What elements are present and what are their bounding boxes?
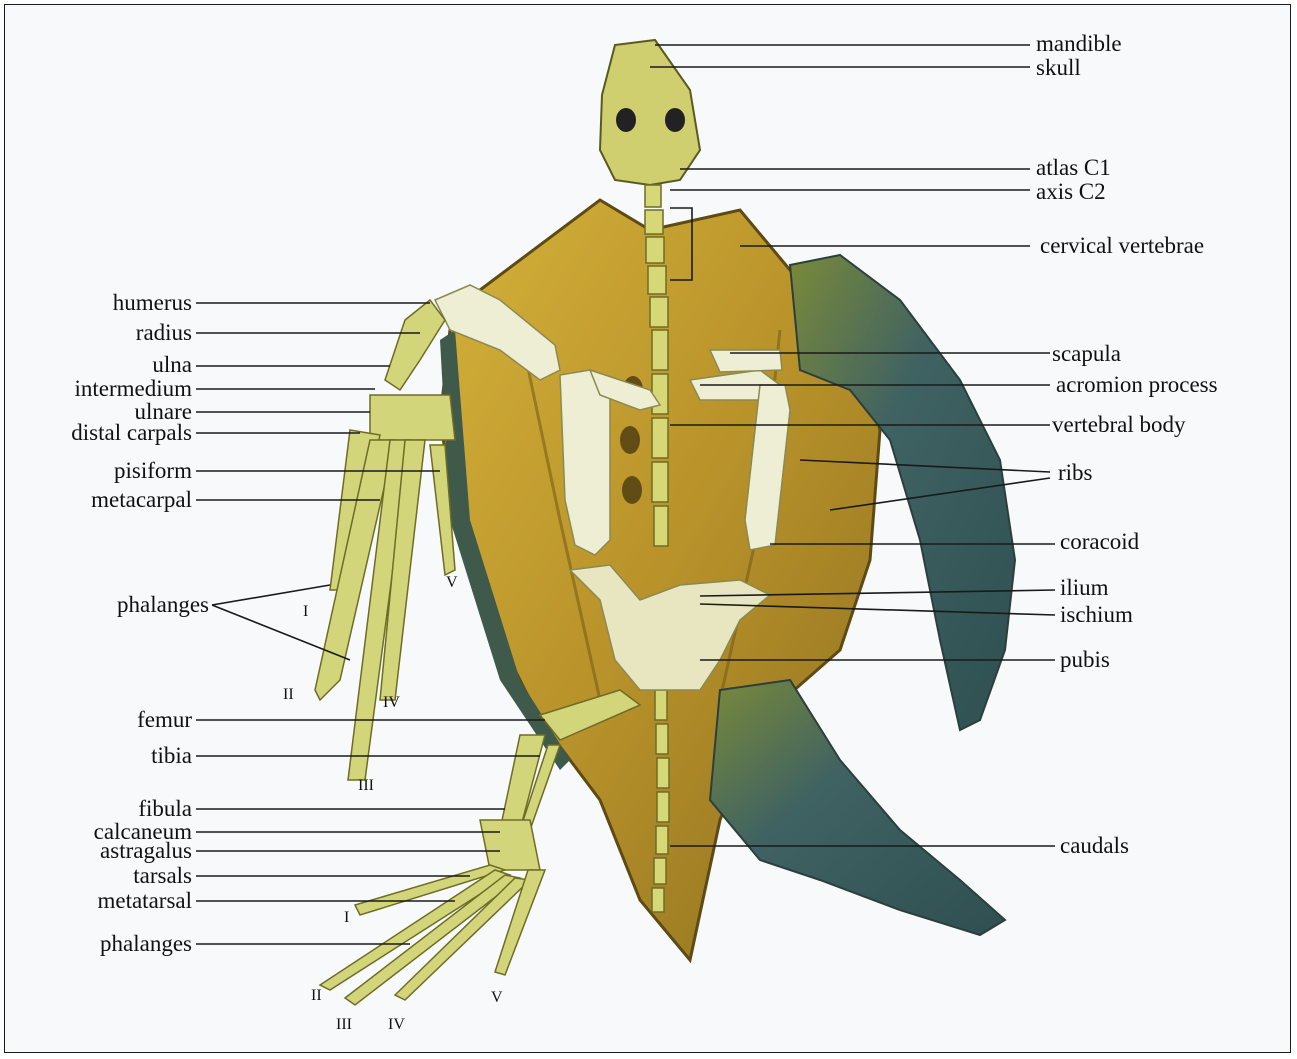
label-ribs: ribs <box>1058 461 1093 484</box>
hind-digit-III: III <box>336 1017 352 1033</box>
label-phalanges-hind: phalanges <box>100 932 192 955</box>
label-coracoid: coracoid <box>1060 530 1139 553</box>
label-axis: axis C2 <box>1036 180 1106 203</box>
label-distal-carpals: distal carpals <box>71 421 192 444</box>
fore-digit-V: V <box>446 575 458 591</box>
hind-digit-IV: IV <box>388 1017 405 1033</box>
label-intermedium: intermedium <box>74 377 192 400</box>
label-mandible: mandible <box>1036 32 1122 55</box>
label-atlas: atlas C1 <box>1036 156 1111 179</box>
label-femur: femur <box>137 708 192 731</box>
label-radius: radius <box>136 321 192 344</box>
label-vertebral-body: vertebral body <box>1052 413 1185 436</box>
hind-digit-V: V <box>491 990 503 1006</box>
label-astragalus: astragalus <box>100 839 192 862</box>
hind-digit-I: I <box>344 910 349 926</box>
label-cervical-vertebrae: cervical vertebrae <box>1040 234 1204 257</box>
label-metatarsal: metatarsal <box>97 889 192 912</box>
label-ischium: ischium <box>1060 603 1133 626</box>
label-tibia: tibia <box>151 744 192 767</box>
label-fibula: fibula <box>138 797 192 820</box>
label-phalanges-fore: phalanges <box>117 593 209 616</box>
fore-digit-I: I <box>303 604 308 620</box>
fore-digit-III: III <box>358 778 374 794</box>
label-tarsals: tarsals <box>133 864 192 887</box>
label-metacarpal: metacarpal <box>91 488 192 511</box>
fore-digit-IV: IV <box>383 695 400 711</box>
label-caudals: caudals <box>1060 834 1129 857</box>
label-pubis: pubis <box>1060 648 1110 671</box>
fore-digit-II: II <box>283 687 294 703</box>
hind-digit-II: II <box>311 988 322 1004</box>
label-pisiform: pisiform <box>114 459 192 482</box>
label-humerus: humerus <box>113 291 192 314</box>
label-acromion-process: acromion process <box>1056 373 1218 396</box>
label-scapula: scapula <box>1052 342 1121 365</box>
skull-shape <box>600 40 700 185</box>
label-ulna: ulna <box>152 353 192 376</box>
label-ilium: ilium <box>1060 576 1109 599</box>
label-skull: skull <box>1036 56 1081 79</box>
